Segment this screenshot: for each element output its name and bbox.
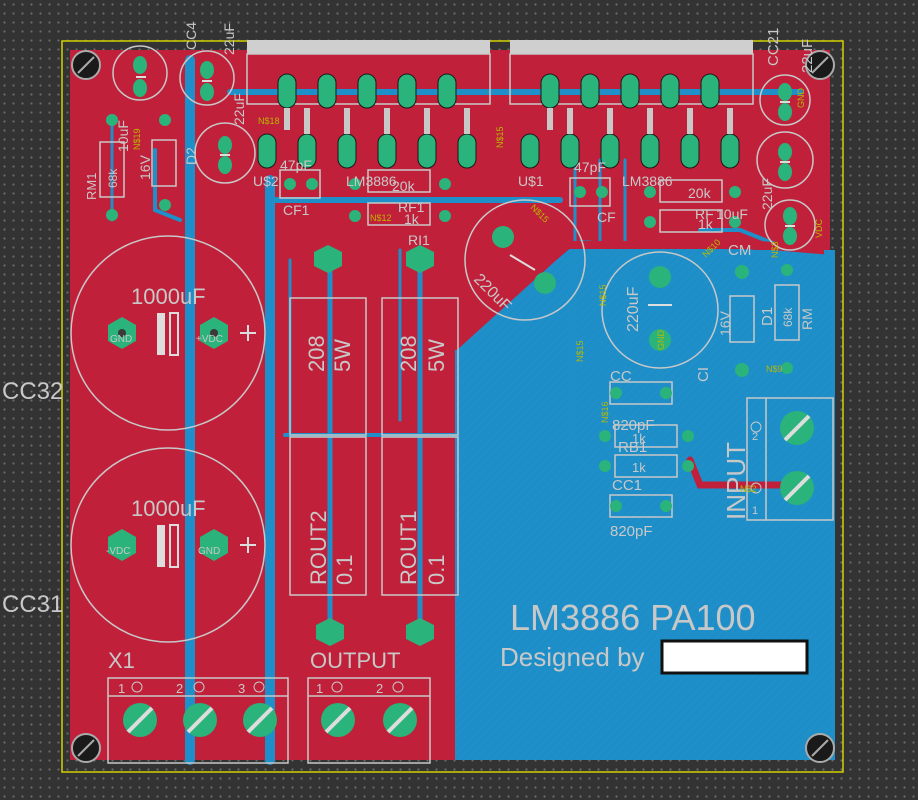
label-rf: RF xyxy=(695,206,714,222)
label-cc1-val: 820pF xyxy=(610,523,653,540)
label-cc21-val: 22uF xyxy=(799,39,816,73)
label-rf1-val: 20k xyxy=(392,178,416,194)
label-rout2-val: 0.1 xyxy=(332,554,357,585)
label-lm3886-left: LM3886 xyxy=(346,173,397,189)
net-n2: N$2 xyxy=(740,484,757,494)
label-cc32-gnd: GND xyxy=(110,334,132,345)
label-r5w-b: 5W xyxy=(424,339,449,372)
top-copper-pour xyxy=(70,50,830,760)
label-rm1-val: 68k xyxy=(106,168,120,188)
label-u2: U$2 xyxy=(253,173,279,189)
label-d2: D2 xyxy=(183,147,199,165)
label-out-p1: 1 xyxy=(316,681,323,696)
label-d2-val: 16V xyxy=(137,154,153,180)
label-out-p2: 2 xyxy=(376,681,383,696)
power-resistor-pads[interactable] xyxy=(314,245,434,646)
net-gnd1: GND xyxy=(656,330,666,351)
label-cc4: CC4 xyxy=(183,22,199,50)
label-cc32-vdc: +VDC xyxy=(196,334,223,345)
small-caps[interactable] xyxy=(112,45,816,369)
label-ci-val: 220uF xyxy=(625,286,642,332)
label-c-ten: 10uF xyxy=(716,206,748,222)
label-cf1-val: 47pF xyxy=(280,157,312,173)
label-lm3886-right: LM3886 xyxy=(622,173,673,189)
label-r5w-a: 5W xyxy=(330,339,355,372)
label-r208-a: 208 xyxy=(304,335,329,372)
label-output: OUTPUT xyxy=(310,648,400,673)
label-rf-k: 1k xyxy=(698,216,714,232)
mounting-holes xyxy=(71,50,835,763)
designer-name-box xyxy=(660,639,809,675)
net-n15d: N$15 xyxy=(598,284,608,306)
label-input-p2: 2 xyxy=(752,431,758,443)
label-rf1: RF1 xyxy=(398,199,425,215)
label-x1: X1 xyxy=(108,648,135,673)
label-rm-val: 68k xyxy=(781,307,795,327)
net-gnd2: GND xyxy=(796,88,806,109)
net-n18: N$18 xyxy=(258,116,280,126)
net-n12: N$12 xyxy=(370,213,392,223)
label-cf-val: 47pF xyxy=(574,159,606,175)
label-rm: RM xyxy=(799,308,815,330)
label-x1-p3: 3 xyxy=(238,681,245,696)
designed-by-label: Designed by xyxy=(500,642,645,672)
label-ri1: RI1 xyxy=(408,232,430,248)
net-n19: N$19 xyxy=(132,128,142,150)
label-cc31-vdc: -VDC xyxy=(106,546,130,557)
net-n16: N$16 xyxy=(600,401,610,423)
label-input: INPUT xyxy=(721,442,751,520)
label-ci: CI xyxy=(695,367,712,382)
label-cc: CC xyxy=(610,368,632,385)
label-cc2-val: 22uF xyxy=(231,93,247,125)
label-rf-val: 20k xyxy=(688,185,712,201)
label-rout2: ROUT2 xyxy=(306,510,331,585)
label-rm1: RM1 xyxy=(84,173,99,200)
label-d1: D1 xyxy=(759,307,776,326)
small-cap-polarity xyxy=(136,76,795,306)
pin-legs xyxy=(284,108,733,134)
label-cc21: CC21 xyxy=(765,28,782,66)
label-r208-b: 208 xyxy=(396,335,421,372)
small-cap-pads[interactable] xyxy=(133,56,797,351)
label-cc32-val: 1000uF xyxy=(131,284,206,309)
label-u1: U$1 xyxy=(518,173,544,189)
power-resistors[interactable] xyxy=(289,297,459,596)
board-title: LM3886 PA100 xyxy=(510,597,756,638)
cap-cc32[interactable] xyxy=(70,235,266,431)
label-d1-val: 16V xyxy=(717,310,733,336)
label-rout1-val: 0.1 xyxy=(424,554,449,585)
label-rout1: ROUT1 xyxy=(396,510,421,585)
label-rf1-k: 1k xyxy=(404,211,420,227)
label-cc31: CC31 xyxy=(2,591,63,618)
label-cc32: CC32 xyxy=(2,378,63,405)
net-n15a: N$15 xyxy=(495,126,505,148)
lm3886-pins[interactable] xyxy=(257,73,740,169)
label-cm: CM xyxy=(728,242,751,259)
net-n9: N$9 xyxy=(766,364,783,374)
terminal-block-output[interactable] xyxy=(307,677,431,764)
misc-pads[interactable] xyxy=(106,114,793,512)
label-rb1: RB1 xyxy=(618,439,647,456)
label-input-p1: 1 xyxy=(752,505,758,517)
label-cf1: CF1 xyxy=(283,202,310,218)
label-cc31-val: 1000uF xyxy=(131,496,206,521)
label-rb1-k: 1k xyxy=(632,431,646,446)
cap-cc31[interactable] xyxy=(70,447,266,643)
label-x1-p2: 2 xyxy=(176,681,183,696)
label-rb-k: 1k xyxy=(632,460,646,475)
net-n15c: N$15 xyxy=(575,340,585,362)
label-cf: CF xyxy=(597,209,616,225)
label-cc4-val: 22uF xyxy=(221,23,237,55)
net-n3: N$3 xyxy=(770,241,780,258)
label-x1-p1: 1 xyxy=(118,681,125,696)
net-vdc-tag: VDC xyxy=(814,218,824,238)
label-cc31-gnd: GND xyxy=(198,546,220,557)
label-10uf: 10uF xyxy=(115,120,131,152)
label-c-right-val: 22uF xyxy=(759,178,775,210)
terminal-block-input[interactable] xyxy=(746,397,834,521)
terminal-block-x1[interactable] xyxy=(107,677,289,764)
label-cc1: CC1 xyxy=(612,477,642,494)
label-cc-val: 820pF xyxy=(612,417,655,434)
